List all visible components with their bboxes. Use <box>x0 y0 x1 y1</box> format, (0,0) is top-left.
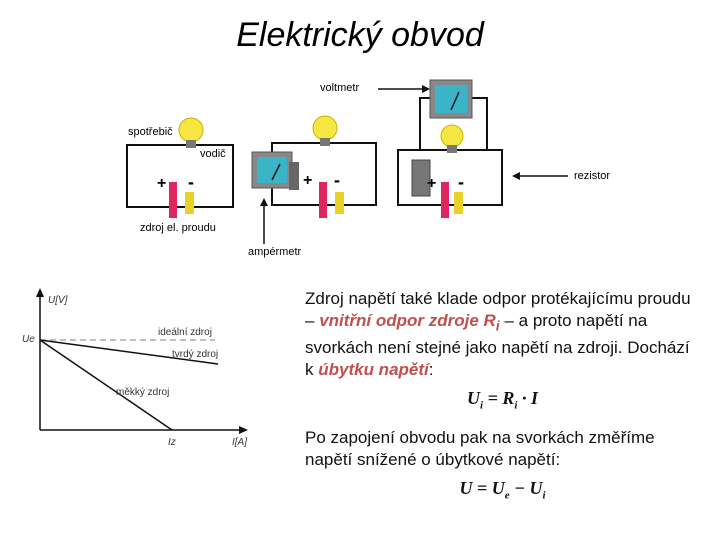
battery-minus-icon <box>185 192 194 214</box>
battery-minus-icon <box>335 192 344 214</box>
voltage-current-graph <box>36 288 248 434</box>
paragraph-2: Po zapojení obvodu pak na svorkách změří… <box>305 427 655 469</box>
ammeter-label: ampérmetr <box>248 246 302 258</box>
bulb-icon <box>178 117 204 148</box>
paragraph-1: Zdroj napětí také klade odpor protékajíc… <box>305 288 700 381</box>
circuit-3 <box>397 79 503 218</box>
y-axis-label: U[V] <box>48 295 68 306</box>
battery-plus-icon <box>441 182 449 218</box>
source-label: zdroj el. proudu <box>140 222 216 234</box>
text-run: Zdroj napětí také klade odpor protékajíc… <box>305 289 691 330</box>
plus-sign: + <box>427 175 437 192</box>
soft-source-label: měkký zdroj <box>116 387 170 398</box>
resistor-icon <box>411 159 431 197</box>
soft-source-line <box>39 339 173 431</box>
circuit-1 <box>126 117 234 218</box>
plus-sign: + <box>303 172 313 189</box>
explanation-text: Zdroj napětí také klade odpor protékajíc… <box>305 288 700 517</box>
battery-plus-icon <box>319 182 327 218</box>
minus-sign: - <box>334 170 340 190</box>
text-run: : <box>428 360 434 380</box>
bulb-icon <box>312 115 338 146</box>
ammeter-icon <box>251 151 293 189</box>
x-axis-label: I[A] <box>232 437 248 448</box>
conductor-label: vodič <box>200 148 226 160</box>
minus-sign: - <box>458 172 464 192</box>
consumer-label: spotřebič <box>128 126 173 138</box>
arrows <box>260 85 568 244</box>
battery-plus-icon <box>169 182 177 218</box>
voltmeter-icon <box>429 79 473 119</box>
voltmeter-label: voltmetr <box>320 82 360 94</box>
page-title: Elektrický obvod <box>236 16 484 54</box>
formula-terminal-voltage: U = Ue − Ui <box>459 477 546 502</box>
meter-base-icon <box>289 162 299 190</box>
hard-source-label: tvrdý zdroj <box>172 349 219 360</box>
bulb-icon <box>440 124 464 153</box>
iz-label: Iz <box>168 437 176 448</box>
ue-label: Ue <box>22 334 35 345</box>
battery-minus-icon <box>454 192 463 214</box>
resistor-label: rezistor <box>574 170 611 182</box>
plus-sign: + <box>157 175 167 192</box>
minus-sign: - <box>188 172 194 192</box>
highlight-voltage-drop: úbytku napětí <box>318 360 429 380</box>
highlight-internal-resistance: vnitřní odpor zdroje Ri <box>319 311 500 335</box>
ideal-source-label: ideální zdroj <box>158 327 212 338</box>
circuit-2 <box>251 115 377 218</box>
hard-source-line <box>39 339 219 365</box>
formula-voltage-drop: Ui = Ri · I <box>467 388 538 412</box>
text-run: – a proto napětí na svorkách není stejné… <box>305 311 690 380</box>
